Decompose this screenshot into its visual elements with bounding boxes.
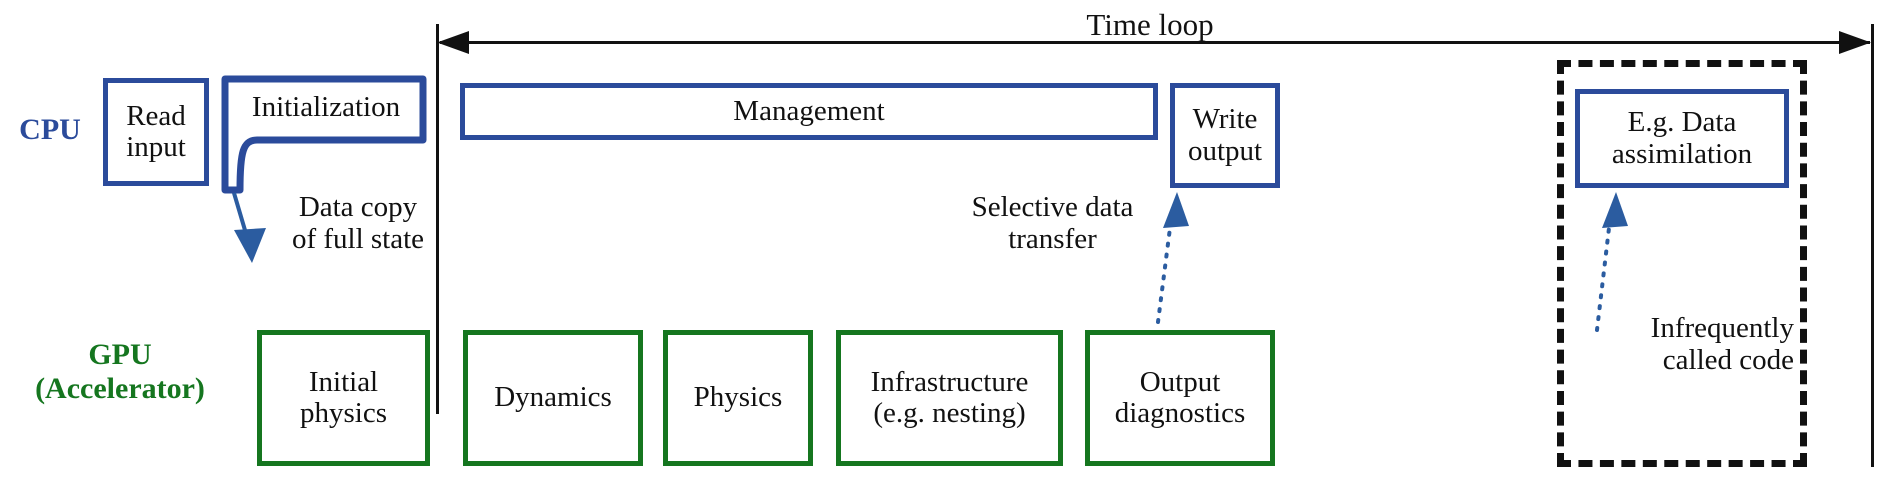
cpu-box-write-output[interactable]: Write output: [1170, 83, 1280, 188]
data-copy-label: Data copy of full state: [268, 191, 448, 256]
cpu-box-read-input-line1: Read: [126, 99, 186, 132]
gpu-box-infrastructure[interactable]: Infrastructure (e.g. nesting): [836, 330, 1063, 466]
cpu-box-write-output-line2: output: [1187, 134, 1263, 167]
selective-transfer-line2: transfer: [1008, 222, 1097, 255]
cpu-box-management-line1: Management: [733, 94, 885, 127]
gpu-box-initial-physics[interactable]: Initial physics: [257, 330, 430, 466]
time-loop-right-tick: [1871, 24, 1874, 467]
gpu-box-initial-physics-line2: physics: [300, 397, 387, 429]
row-label-cpu-text: CPU: [19, 113, 81, 146]
time-loop-title: Time loop: [1086, 7, 1214, 42]
gpu-box-output-diagnostics[interactable]: Output diagnostics: [1085, 330, 1275, 466]
cpu-box-initialization-label: Initialization: [222, 91, 430, 124]
gpu-box-infrastructure-line2: (e.g. nesting): [873, 397, 1026, 429]
cpu-box-data-assimilation-line1: E.g. Data: [1627, 106, 1737, 139]
data-copy-arrow: [232, 192, 266, 263]
gpu-box-initial-physics-line1: Initial: [308, 365, 379, 398]
cpu-box-initialization[interactable]: [220, 74, 432, 194]
time-loop-arrow: [437, 31, 1871, 54]
row-label-gpu-line1: GPU: [88, 338, 152, 371]
gpu-box-output-diagnostics-line2: diagnostics: [1114, 397, 1246, 429]
cpu-box-write-output-line1: Write: [1192, 103, 1258, 136]
gpu-box-physics[interactable]: Physics: [663, 330, 813, 466]
row-label-gpu: GPU (Accelerator): [0, 338, 240, 405]
cpu-box-management[interactable]: Management: [460, 83, 1158, 140]
gpu-box-physics-line1: Physics: [693, 381, 783, 414]
cpu-box-data-assimilation-line2: assimilation: [1611, 137, 1753, 170]
infrequent-code-line2: called code: [1662, 344, 1794, 377]
infrequent-code-line1: Infrequently: [1650, 312, 1794, 344]
row-label-cpu: CPU: [0, 113, 100, 147]
row-label-gpu-line2: (Accelerator): [35, 371, 205, 405]
cpu-box-read-input-line2: input: [126, 131, 186, 163]
selective-transfer-label: Selective data transfer: [950, 191, 1155, 256]
data-copy-line1: Data copy: [298, 191, 418, 223]
cpu-box-initialization-line1: Initialization: [251, 91, 401, 123]
selective-transfer-line1: Selective data: [971, 191, 1134, 223]
gpu-box-infrastructure-line1: Infrastructure: [870, 365, 1029, 398]
infrequent-code-label: Infrequently called code: [1572, 312, 1794, 377]
data-copy-line2: of full state: [291, 222, 425, 255]
gpu-box-output-diagnostics-line1: Output: [1139, 365, 1221, 398]
cpu-box-data-assimilation[interactable]: E.g. Data assimilation: [1575, 89, 1789, 188]
gpu-box-dynamics-line1: Dynamics: [494, 381, 612, 414]
infrequent-code-region: [1557, 60, 1807, 467]
time-loop-left-tick: [436, 24, 439, 414]
gpu-box-dynamics[interactable]: Dynamics: [463, 330, 643, 466]
cpu-box-read-input[interactable]: Read input: [103, 78, 209, 186]
